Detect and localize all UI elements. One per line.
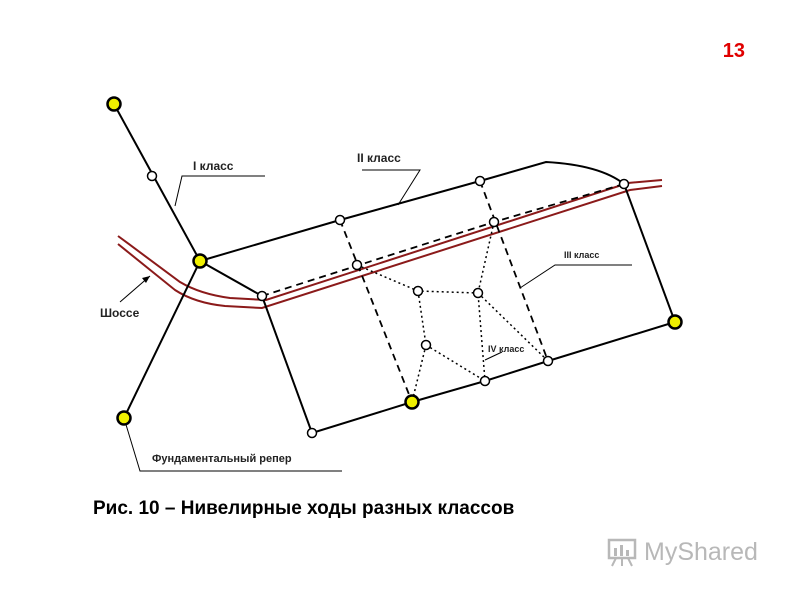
point bbox=[334, 214, 346, 226]
point bbox=[351, 259, 363, 271]
point bbox=[542, 355, 554, 367]
point bbox=[474, 175, 486, 187]
class-4-lines bbox=[356, 221, 549, 403]
watermark: MyShared bbox=[606, 536, 758, 568]
presentation-icon bbox=[607, 538, 637, 567]
class-1-label: I класс bbox=[193, 159, 234, 173]
point bbox=[256, 290, 268, 302]
fundamental-benchmark bbox=[116, 410, 132, 426]
point bbox=[412, 285, 424, 297]
point bbox=[146, 170, 158, 182]
benchmark-points bbox=[146, 170, 630, 439]
figure-caption: Рис. 10 – Нивелирные ходы разных классов bbox=[93, 498, 515, 519]
point bbox=[472, 287, 484, 299]
page-number: 13 bbox=[722, 40, 745, 62]
class-1-line bbox=[113, 103, 202, 419]
highway-arrow bbox=[142, 276, 150, 283]
benchmark-label: Фундаментальный репер bbox=[152, 453, 292, 465]
point bbox=[306, 427, 318, 439]
fundamental-benchmark bbox=[192, 253, 208, 269]
leader-lines bbox=[119, 169, 632, 472]
class-2-polygon bbox=[197, 160, 677, 435]
point bbox=[488, 216, 500, 228]
watermark-text: MyShared bbox=[644, 537, 758, 566]
fundamental-benchmarks bbox=[106, 96, 683, 426]
point bbox=[618, 178, 630, 190]
fundamental-benchmark bbox=[667, 314, 683, 330]
fundamental-benchmark bbox=[106, 96, 122, 112]
highway-road bbox=[117, 179, 663, 310]
class-4-label: IV класс bbox=[488, 344, 524, 354]
fundamental-benchmark bbox=[404, 394, 420, 410]
point bbox=[420, 339, 432, 351]
highway-label: Шоссе bbox=[100, 306, 140, 320]
class-2-label: II класс bbox=[357, 151, 401, 165]
point bbox=[479, 375, 491, 387]
class-3-label: III класс bbox=[564, 250, 599, 260]
